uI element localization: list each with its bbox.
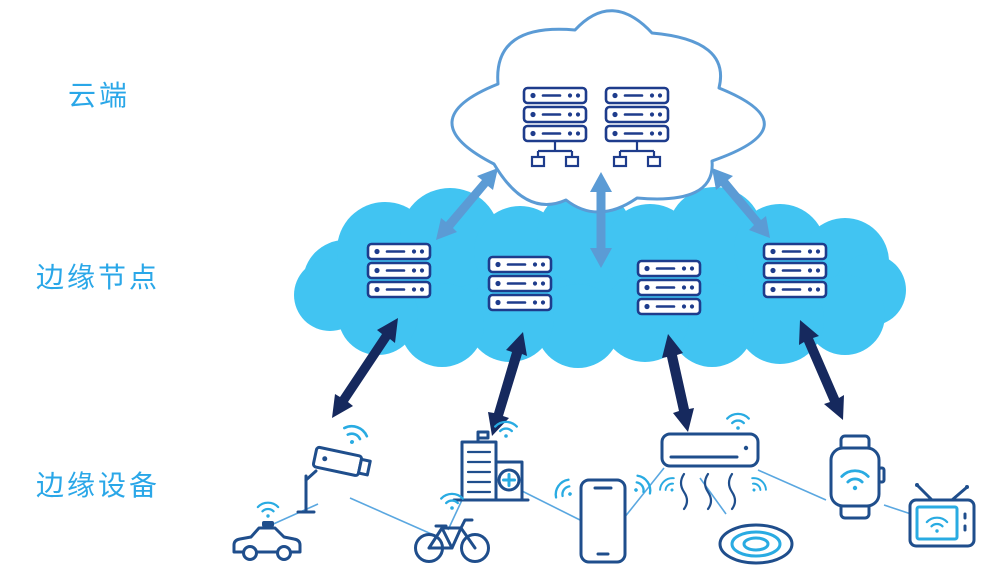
- cloud-edge-arrow: [436, 168, 498, 240]
- cctv-camera-icon: [296, 421, 372, 514]
- cloud-edge-arrow: [712, 168, 770, 238]
- air-conditioner-icon: [656, 412, 770, 511]
- label-cloud-layer: 云端: [68, 80, 131, 111]
- edge-node-server-rack: [764, 244, 826, 297]
- television-icon: [908, 483, 976, 548]
- police-car-icon: [232, 501, 302, 561]
- smartphone-icon: [551, 471, 655, 564]
- edge-node-server-rack: [489, 257, 551, 310]
- edge-node-server-rack: [638, 261, 700, 314]
- edge-device-arrow: [488, 332, 527, 436]
- hospital-icon: [452, 420, 530, 502]
- robot-vacuum-icon: [718, 523, 794, 565]
- edge-device-arrow: [799, 320, 844, 420]
- edge-device-arrows: [332, 318, 844, 436]
- edge-node-server-rack: [368, 244, 430, 297]
- bicycle-icon: [414, 492, 490, 563]
- label-edge-nodes-layer: 边缘节点: [36, 262, 161, 293]
- cloud-edge-arrow: [590, 172, 612, 268]
- edge-device-arrow: [662, 334, 694, 432]
- cloud-edge-arrows: [436, 168, 770, 268]
- edge-device-arrow: [332, 318, 398, 418]
- label-edge-devices-layer: 边缘设备: [36, 470, 161, 501]
- smartwatch-icon: [829, 434, 886, 520]
